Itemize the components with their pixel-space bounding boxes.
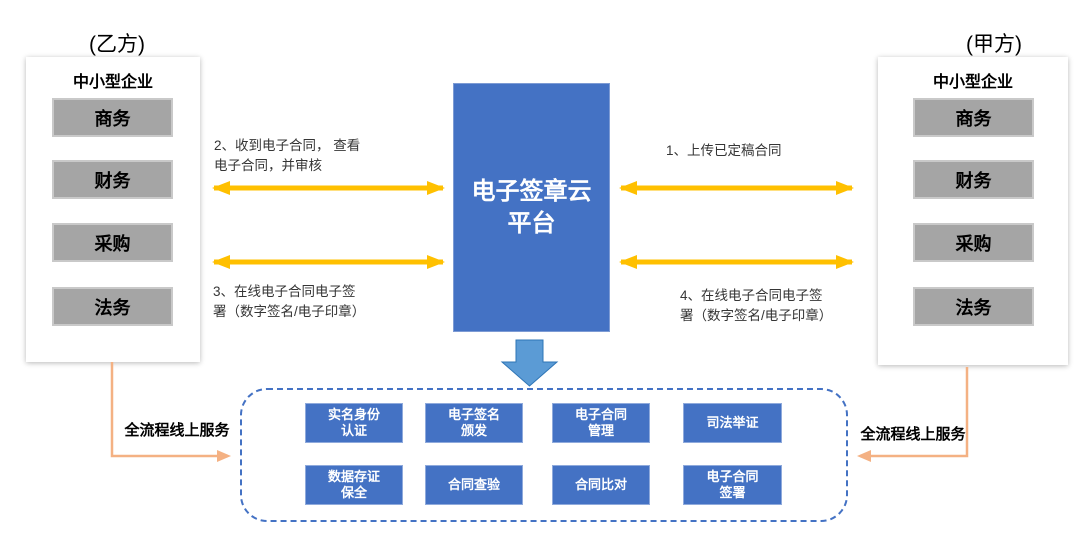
left-service-flow-label: 全流程线上服务	[124, 422, 230, 439]
party-a-dept-legal: 法务	[913, 287, 1034, 326]
party-a-org-title: 中小型企业	[932, 74, 1013, 91]
party-b-label: (乙方)	[89, 33, 145, 56]
party-a-panel: 中小型企业 商务 财务 采购 法务	[878, 57, 1068, 365]
service-contract-verification: 合同查验	[425, 465, 523, 505]
service-judicial-evidence: 司法举证	[683, 403, 782, 443]
service-data-preservation: 数据存证 保全	[305, 465, 403, 505]
flow-step-1-label: 1、上传已定稿合同	[666, 143, 782, 158]
party-a-dept-procurement: 采购	[913, 223, 1034, 262]
flow-step-2-label: 2、收到电子合同， 查看 电子合同，并审核	[214, 138, 361, 173]
service-contract-management: 电子合同 管理	[552, 403, 650, 443]
service-realname-auth: 实名身份 认证	[305, 403, 403, 443]
party-b-panel: 中小型企业 商务 财务 采购 法务	[26, 57, 200, 362]
party-a-dept-business: 商务	[913, 98, 1034, 137]
party-a-label: (甲方)	[966, 33, 1022, 56]
party-b-dept-procurement: 采购	[52, 223, 173, 262]
party-b-dept-business: 商务	[52, 98, 173, 137]
party-b-org-title: 中小型企业	[72, 74, 153, 91]
connector-left-elbow-arrow	[110, 362, 231, 462]
service-contract-comparison: 合同比对	[552, 465, 650, 505]
right-service-flow-label: 全流程线上服务	[860, 426, 966, 443]
party-b-dept-finance: 财务	[52, 160, 173, 199]
party-b-dept-legal: 法务	[52, 287, 173, 326]
services-dashed-container	[240, 388, 848, 522]
flow-step-4-label: 4、在线电子合同电子签 署（数字签名/电子印章）	[680, 288, 833, 323]
service-esign-issuance: 电子签名 颁发	[425, 403, 523, 443]
down-block-arrow	[500, 339, 559, 387]
party-a-dept-finance: 财务	[913, 160, 1034, 199]
platform-box: 电子签章云 平台	[453, 83, 610, 332]
service-contract-signing: 电子合同 签署	[683, 465, 782, 505]
flow-step-3-label: 3、在线电子合同电子签 署（数字签名/电子印章）	[213, 284, 366, 319]
